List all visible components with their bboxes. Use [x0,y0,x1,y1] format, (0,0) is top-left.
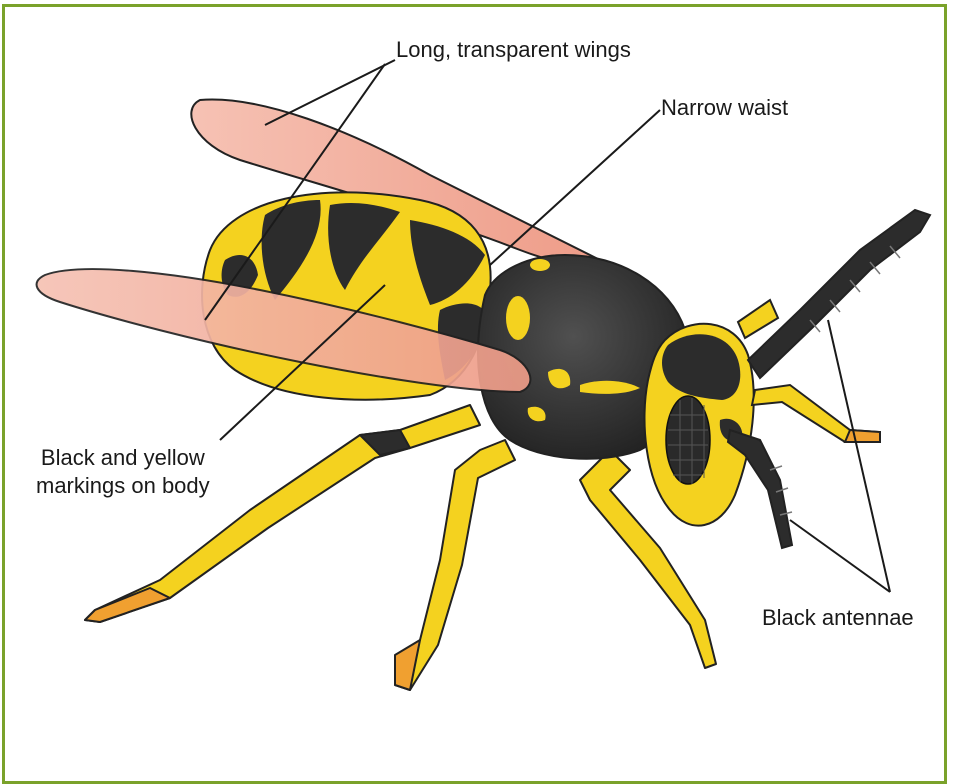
head [644,324,753,526]
label-narrow-waist: Narrow waist [661,94,788,122]
leader-line-antennae-upper [828,320,890,592]
compound-eye [666,396,710,484]
leader-line-antennae-lower [790,520,890,592]
label-long-transparent-wings: Long, transparent wings [396,36,631,64]
label-black-antennae: Black antennae [762,604,914,632]
antennae [728,210,930,548]
leader-line-wings-upper [265,60,395,125]
label-markings-line1: Black and yellow [36,444,210,472]
leader-line-waist [490,110,660,265]
label-black-and-yellow-markings: Black and yellow markings on body [36,444,210,500]
label-markings-line2: markings on body [36,472,210,500]
